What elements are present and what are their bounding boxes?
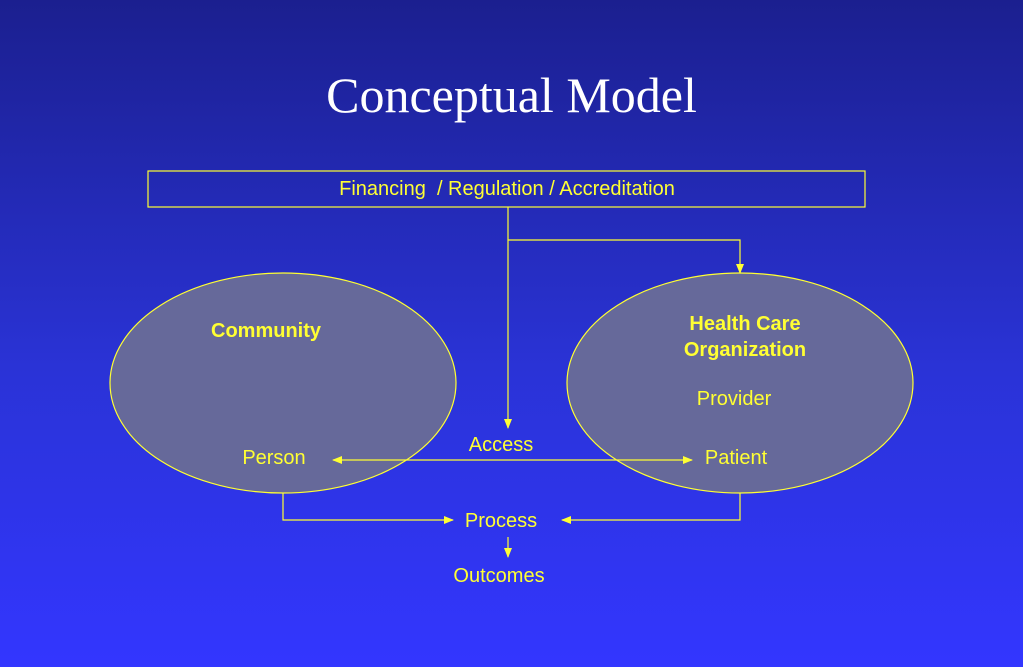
financing-label: Financing / Regulation / Accreditation <box>339 178 675 200</box>
financing-to-organization-arrow <box>508 239 744 274</box>
process-label: Process <box>465 510 537 532</box>
access-label: Access <box>469 434 533 456</box>
organization-heading-line1: Health Care <box>689 313 800 335</box>
community-heading: Community <box>211 320 322 342</box>
person-label: Person <box>242 447 305 469</box>
organization-to-process-arrow <box>561 493 741 524</box>
slide-title: Conceptual Model <box>326 67 697 123</box>
financing-box <box>147 170 866 208</box>
organization-heading-line2: Organization <box>684 339 806 361</box>
patient-label: Patient <box>705 447 768 469</box>
community-to-process-arrow <box>282 493 454 524</box>
provider-label: Provider <box>697 388 772 410</box>
outcomes-label: Outcomes <box>453 565 544 587</box>
